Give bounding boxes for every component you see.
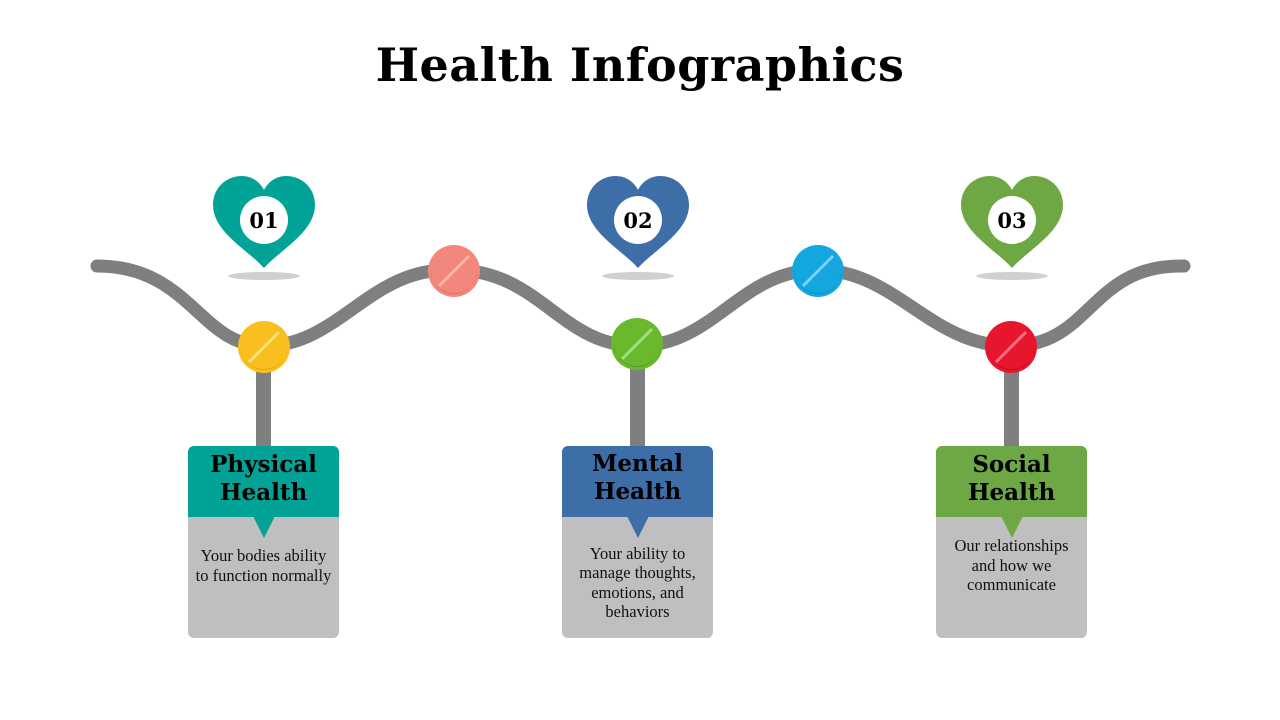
card-description-text: Our relationships and how we communicate	[954, 536, 1069, 595]
green-pill-icon	[611, 318, 663, 370]
card-heading: Mental Health	[562, 446, 713, 538]
card-description-text: Your ability to manage thoughts, emotion…	[579, 543, 696, 622]
card-heading: Social Health	[936, 446, 1087, 538]
card-heading-text: Social Health	[967, 450, 1056, 506]
card-physical-health: Physical Health Your bodies ability to f…	[188, 446, 339, 638]
heart-shadow-3	[976, 272, 1048, 280]
card-heading-text: Physical Health	[210, 450, 317, 506]
red-pill-icon	[985, 321, 1037, 373]
step-number-3: 03	[988, 196, 1036, 244]
card-mental-health: Mental Health Your ability to manage tho…	[562, 446, 713, 638]
salmon-pill-icon	[428, 245, 480, 297]
step-number-1: 01	[240, 196, 288, 244]
heart-shadow-2	[602, 272, 674, 280]
pointer-arrow	[252, 516, 275, 538]
yellow-pill-icon	[238, 321, 290, 373]
page-title: Health Infographics	[375, 38, 905, 92]
step-number-2: 02	[614, 196, 662, 244]
card-social-health: Social Health Our relationships and how …	[936, 446, 1087, 638]
heart-shadow-1	[228, 272, 300, 280]
card-heading-text: Mental Health	[591, 449, 684, 505]
pointer-arrow	[1000, 516, 1023, 538]
card-description-text: Your bodies ability to function normally	[195, 546, 332, 585]
connector-2	[630, 346, 645, 448]
pointer-arrow	[626, 516, 649, 538]
card-heading: Physical Health	[188, 446, 339, 538]
cyan-pill-icon	[792, 245, 844, 297]
